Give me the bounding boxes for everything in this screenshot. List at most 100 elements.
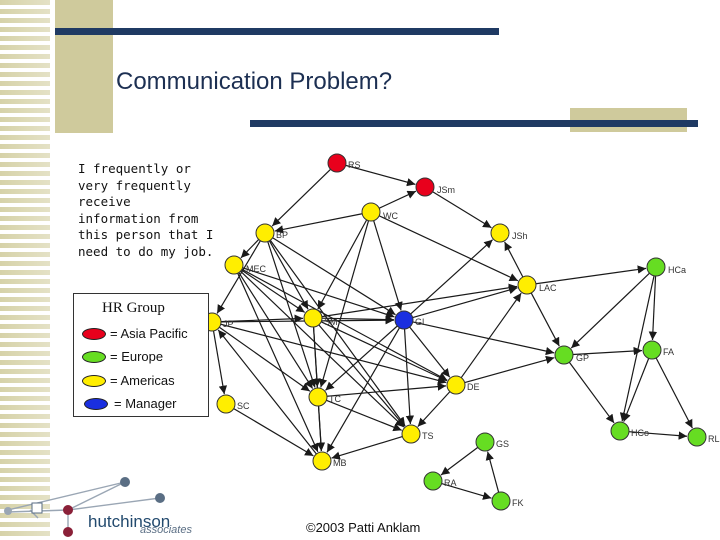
node-label-jsm: JSm <box>437 185 455 195</box>
edge-ts-to-mb <box>331 436 403 460</box>
node-circle-jsm <box>415 177 435 197</box>
logo-subtitle: associates <box>140 524 192 536</box>
edge-mec-to-mb <box>237 272 319 453</box>
edge-bp-to-ts <box>269 239 406 427</box>
edge-ra-to-fk <box>441 482 492 500</box>
edge-bp-to-mec <box>240 239 260 259</box>
node-jsh: JSh <box>490 223 528 243</box>
node-circle-ts <box>401 424 421 444</box>
edge-mec-to-ts <box>240 270 405 428</box>
node-circle-lac <box>517 275 537 295</box>
node-hco: HCo <box>610 421 649 441</box>
node-circle-ra <box>423 471 443 491</box>
edge-gl-to-lac <box>412 285 518 319</box>
node-label-hca: HCa <box>668 265 686 275</box>
node-label-sc: SC <box>237 401 250 411</box>
node-label-lac: LAC <box>539 283 557 293</box>
legend-label: = Asia Pacific <box>110 326 188 341</box>
edge-wc-to-jsm <box>378 190 417 209</box>
node-circle-hca <box>646 257 666 277</box>
edge-gp-to-fa <box>572 346 643 356</box>
node-mec: MEC <box>224 255 267 275</box>
node-label-fa: FA <box>663 347 674 357</box>
node-circle-fk <box>491 491 511 511</box>
node-circle-bp <box>255 223 275 243</box>
edge-bp-to-gl <box>272 237 396 316</box>
node-mb: MB <box>312 451 347 471</box>
edge-bp-to-tc <box>267 241 317 388</box>
node-circle-hco <box>610 421 630 441</box>
edge-mec-to-sm <box>241 269 306 313</box>
edge-bp-to-sm <box>268 240 309 310</box>
node-label-gp: GP <box>576 353 589 363</box>
edge-de-to-lac <box>460 292 522 379</box>
node-wc: WC <box>361 202 398 222</box>
legend-swatch-americas <box>82 375 106 387</box>
edge-sm-to-lac <box>321 283 518 318</box>
edge-de-to-gp <box>464 355 555 384</box>
node-label-bp: BP <box>276 230 288 240</box>
node-jsm: JSm <box>415 177 455 197</box>
node-label-rs: RS <box>348 160 361 170</box>
node-tc: TC <box>308 387 341 407</box>
node-label-hco: HCo <box>631 428 649 438</box>
node-fa: FA <box>642 340 674 360</box>
edge-jp-to-sc <box>212 330 228 395</box>
node-circle-rs <box>327 153 347 173</box>
edge-wc-to-sm <box>317 219 368 310</box>
node-label-jp: JP <box>223 319 234 329</box>
node-bp: BP <box>255 223 288 243</box>
legend-title: HR Group <box>102 300 165 316</box>
edge-lac-to-hca <box>535 265 647 285</box>
slide-title: Communication Problem? <box>116 68 393 95</box>
legend-label: = Americas <box>110 373 175 388</box>
legend-swatch-europe <box>82 351 106 363</box>
edge-wc-to-lac <box>378 215 519 282</box>
node-gp: GP <box>554 345 589 365</box>
node-de: DE <box>446 375 480 395</box>
node-circle-gs <box>475 432 495 452</box>
edge-gl-to-ts <box>403 328 415 425</box>
edge-sc-to-mb <box>233 408 314 457</box>
edge-gl-to-tc <box>325 325 398 391</box>
node-label-gs: GS <box>496 439 509 449</box>
edge-hca-to-gp <box>570 272 650 349</box>
node-rs: RS <box>327 153 361 173</box>
survey-question-text: I frequently or very frequently receive … <box>78 161 214 259</box>
edge-gl-to-jsh <box>410 239 493 315</box>
edge-wc-to-bp <box>274 213 363 234</box>
node-label-mb: MB <box>333 458 347 468</box>
striped-left-border <box>0 0 50 540</box>
node-circle-rl <box>687 427 707 447</box>
node-circle-gl <box>394 310 414 330</box>
edge-mec-to-gl <box>242 267 395 319</box>
node-label-sm: SM <box>324 317 338 327</box>
node-label-ra: RA <box>444 478 457 488</box>
edge-tc-to-ts <box>326 399 402 432</box>
edge-jp-to-de <box>220 323 447 385</box>
node-label-fk: FK <box>512 498 524 508</box>
edge-mb-to-jp <box>217 329 317 455</box>
node-gs: GS <box>475 432 509 452</box>
node-circle-tc <box>308 387 328 407</box>
legend-swatch-asia-pacific <box>82 328 106 340</box>
node-label-de: DE <box>467 382 480 392</box>
edge-wc-to-gl <box>373 220 403 311</box>
striped-border-fade <box>0 0 50 540</box>
node-circle-gp <box>554 345 574 365</box>
node-ts: TS <box>401 424 434 444</box>
edge-lac-to-jsh <box>504 241 524 278</box>
edge-jp-to-sm <box>220 314 304 323</box>
logo-name: hutchinson <box>88 512 171 531</box>
node-label-jsh: JSh <box>512 231 528 241</box>
edge-hco-to-rl <box>628 431 688 440</box>
edge-jsm-to-jsh <box>432 191 492 229</box>
node-circle-sm <box>303 308 323 328</box>
node-sc: SC <box>216 394 250 414</box>
edge-gl-to-gp <box>412 321 555 356</box>
node-label-gl: GL <box>415 317 427 327</box>
node-label-wc: WC <box>383 211 398 221</box>
edge-jp-to-tc <box>219 326 311 392</box>
edge-sm-to-de <box>320 321 448 382</box>
edge-gp-to-hco <box>568 361 615 424</box>
